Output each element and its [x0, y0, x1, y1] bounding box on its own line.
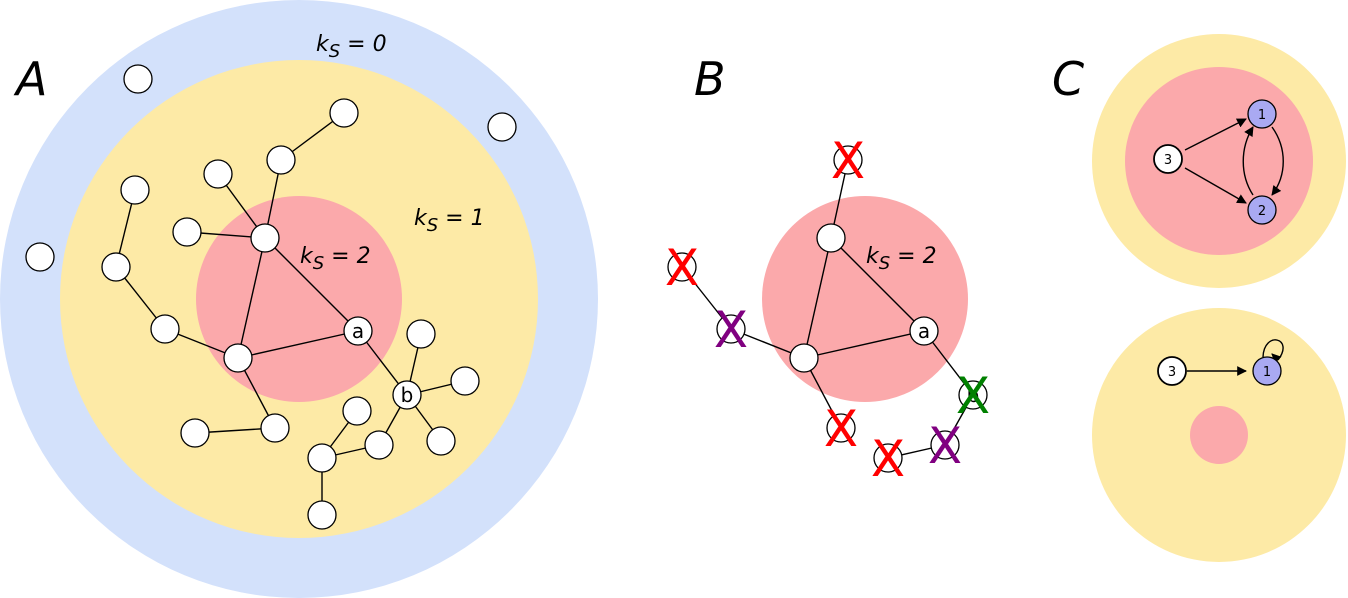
purple-x-icon: X	[714, 301, 748, 359]
graph-node	[364, 430, 394, 460]
node-2	[1247, 195, 1277, 225]
self-loop	[1262, 339, 1284, 361]
shell-2-disk-c-top	[1125, 67, 1313, 255]
removal-marks: X X X X X X X	[665, 132, 990, 488]
shell-2-label-b: kS = 2	[866, 244, 937, 274]
node-b	[958, 380, 988, 410]
panel-c-bottom: 3 1	[1092, 308, 1346, 562]
node-a-label: a	[352, 319, 364, 343]
graph-node	[180, 418, 210, 448]
panel-c-top: 3 1 2	[1092, 34, 1346, 288]
node-3-label: 3	[1168, 365, 1176, 380]
graph-node	[101, 252, 131, 282]
shell-2-disk	[196, 196, 402, 402]
node-a	[909, 316, 939, 346]
node-b-label: b	[401, 383, 414, 407]
node-3	[1157, 356, 1187, 386]
graph-node	[426, 426, 456, 456]
shell-2-disk-b	[762, 196, 968, 402]
isolated-node	[123, 64, 153, 94]
panel-b: B kS = 2 a b	[665, 52, 990, 488]
graph-node	[342, 396, 372, 426]
shell-2-label: kS = 2	[300, 244, 371, 274]
graph-node	[789, 343, 819, 373]
isolated-node	[487, 112, 517, 142]
graph-node	[307, 500, 337, 530]
node-1-label: 1	[1263, 365, 1271, 380]
red-x-icon: X	[824, 400, 858, 458]
graph-node	[203, 159, 233, 189]
node-1	[1252, 356, 1282, 386]
node-b-label: b	[967, 383, 980, 407]
shell-2-disk-c-bottom	[1190, 406, 1248, 464]
green-x-icon: X	[956, 367, 990, 425]
graph-node	[223, 343, 253, 373]
node-b	[392, 380, 422, 410]
panel-a-label: A	[13, 52, 47, 106]
node-3	[1153, 144, 1183, 174]
graph-node	[120, 175, 150, 205]
shell-1-label: kS = 1	[414, 206, 485, 236]
panel-a: A kS = 0 kS = 1 kS = 2	[0, 0, 598, 598]
panel-b-nodes: a b	[667, 145, 988, 473]
panel-c: C 3 1 2 3 1	[1052, 34, 1346, 562]
node-1	[1247, 99, 1277, 129]
graph-node	[329, 98, 359, 128]
purple-x-icon: X	[928, 417, 962, 475]
graph-node	[250, 223, 280, 253]
graph-node	[930, 430, 960, 460]
graph-node	[406, 319, 436, 349]
graph-node	[826, 413, 856, 443]
red-x-icon: X	[831, 132, 865, 190]
graph-node	[716, 314, 746, 344]
graph-node	[307, 443, 337, 473]
node-1-label: 1	[1258, 108, 1266, 123]
graph-node	[833, 145, 863, 175]
graph-node	[667, 252, 697, 282]
panel-b-label: B	[694, 52, 726, 106]
node-a-label: a	[918, 319, 930, 343]
panel-a-nodes: a b	[25, 64, 517, 530]
isolated-node	[25, 242, 55, 272]
node-3-label: 3	[1164, 153, 1172, 168]
graph-node	[266, 145, 296, 175]
red-x-icon: X	[871, 430, 905, 488]
red-x-icon: X	[665, 239, 699, 297]
graph-node	[260, 413, 290, 443]
graph-node	[450, 366, 480, 396]
graph-node	[150, 314, 180, 344]
shell-0-label: kS = 0	[316, 32, 387, 62]
graph-node	[172, 217, 202, 247]
node-a	[343, 316, 373, 346]
graph-node	[873, 443, 903, 473]
node-2-label: 2	[1258, 204, 1266, 219]
graph-node	[816, 223, 846, 253]
panel-c-label: C	[1052, 52, 1084, 106]
